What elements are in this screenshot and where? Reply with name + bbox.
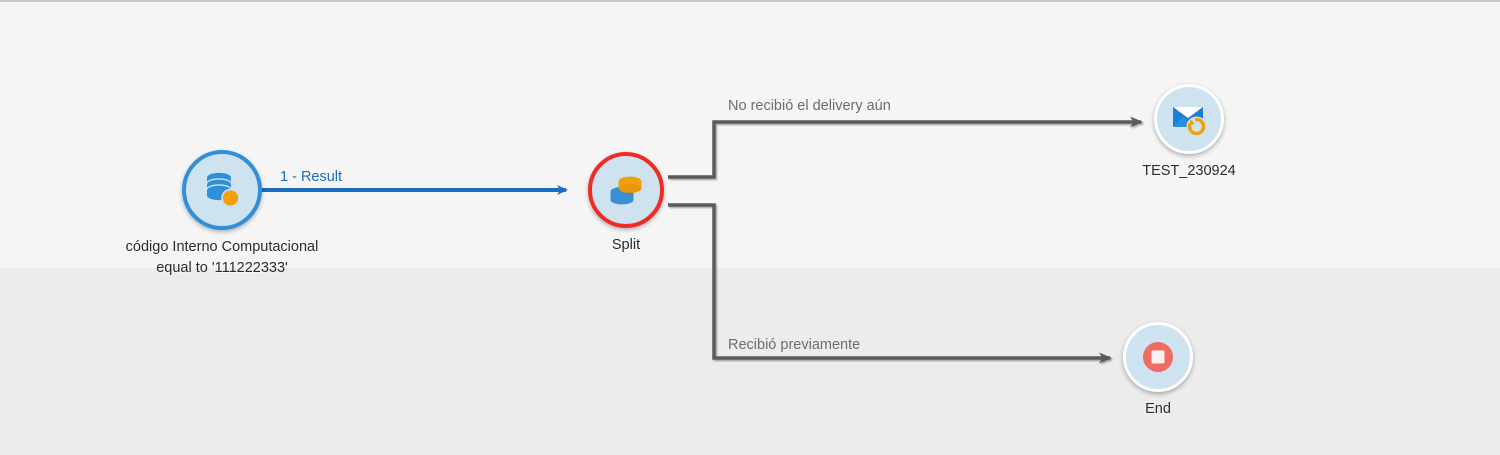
node-test-circle[interactable] (1154, 84, 1224, 154)
stop-end-icon (1143, 342, 1173, 372)
node-query[interactable]: código Interno Computacional equal to '1… (100, 150, 344, 278)
canvas-band-bottom (0, 268, 1500, 455)
split-database-icon (610, 176, 642, 205)
canvas-band-top (0, 2, 1500, 268)
node-split[interactable]: Split (558, 152, 694, 256)
node-split-label: Split (611, 237, 641, 253)
node-test-label: TEST_230924 (1142, 163, 1236, 179)
node-end-circle[interactable] (1123, 322, 1193, 392)
edge-label-split-to-test: No recibió el delivery aún (728, 98, 891, 114)
node-end-label: End (1145, 401, 1171, 417)
node-end[interactable]: End (1084, 322, 1232, 420)
node-split-circle[interactable] (588, 152, 664, 228)
edge-label-query-to-split: 1 - Result (280, 169, 343, 185)
node-query-label: código Interno Computacional equal to '1… (125, 239, 319, 276)
email-resend-icon (1173, 107, 1207, 137)
edge-split-to-end[interactable] (668, 203, 1112, 364)
database-record-icon (206, 172, 240, 208)
node-test[interactable]: TEST_230924 (1108, 84, 1270, 182)
edge-split-to-test[interactable] (668, 116, 1143, 179)
node-query-circle[interactable] (182, 150, 262, 230)
edge-label-split-to-end: Recibió previamente (728, 337, 861, 353)
